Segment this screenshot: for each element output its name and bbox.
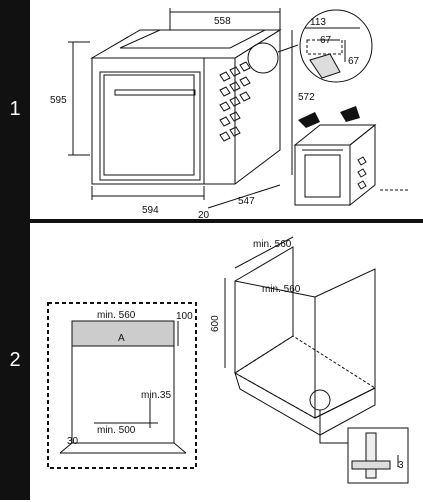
oven-dimensions-panel: 558 595 572 594 547 20 113 67 67: [30, 0, 423, 219]
dim-width-front: 594: [142, 205, 159, 216]
niche-min-width: min. 560: [97, 310, 136, 321]
mini-oven-install: [293, 123, 377, 207]
dim-line-min-560-top: [234, 236, 294, 269]
oven-dimension-drawing: 558 595 572 594 547 20 113 67 67: [50, 8, 410, 219]
niche-outline: [47, 302, 197, 469]
detail-dim-113: 113: [310, 17, 326, 28]
zoom-circle-base: [309, 389, 331, 411]
cabinet-height-600: 600: [210, 315, 221, 332]
cabinet-base: [234, 371, 376, 436]
dim-width-top: 558: [214, 16, 231, 27]
dim-height-front: 595: [50, 95, 67, 106]
detail-dim-3: 3: [398, 460, 404, 471]
oven-side: [203, 29, 281, 185]
niche-dimensions-panel: min. 560 100 A min.35 min. 500 30 min. 5…: [30, 221, 423, 502]
panel-divider: [0, 219, 423, 221]
cabinet-min-width-inner: min. 560: [262, 284, 301, 295]
oven-front: [91, 57, 205, 185]
side-vents: [219, 61, 251, 142]
cabinet-right-wall: [314, 268, 376, 419]
mini-oven-arrows: [298, 106, 360, 128]
detail-dim-67a: 67: [320, 35, 332, 46]
oven-handle: [114, 89, 196, 96]
step-number-2: 2: [0, 221, 30, 500]
detail-box: [347, 427, 409, 484]
zone-a-label: A: [118, 333, 125, 344]
zone-a: [71, 320, 175, 347]
oven-top-surface: [90, 29, 282, 59]
dim-front-thickness: 20: [198, 210, 210, 219]
detail-dim-67b: 67: [348, 56, 360, 67]
dim-depth: 547: [238, 196, 255, 207]
niche-min-35: min.35: [141, 390, 171, 401]
niche-min-500: min. 500: [97, 425, 136, 436]
dim-line-depth: [207, 184, 281, 209]
step-number-1: 1: [0, 0, 30, 219]
zoom-circle-small: [247, 42, 279, 74]
niche-dimension-drawing: min. 560 100 A min.35 min. 500 30 min. 5…: [47, 236, 409, 484]
oven-door-window: [103, 74, 195, 176]
niche-dim-30: 30: [67, 436, 79, 447]
dim-height-side: 572: [298, 92, 315, 103]
niche-height-100: 100: [176, 311, 193, 322]
cabinet-min-width-top: min. 560: [253, 239, 292, 250]
zoom-circle-detail: [299, 9, 373, 83]
